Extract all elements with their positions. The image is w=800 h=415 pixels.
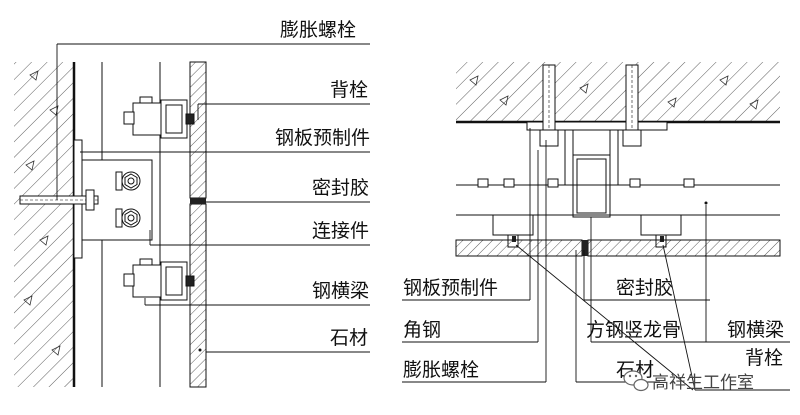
label-r-expansion-bolt: 膨胀螺栓 — [403, 359, 479, 381]
expansion-bolt-left — [19, 189, 99, 211]
left-leader-lines — [56, 43, 370, 353]
anchor-bolts — [539, 64, 642, 147]
right-leader-lines — [402, 128, 790, 391]
label-r-steel-beam: 钢横梁 — [727, 319, 784, 341]
label-r-angle-steel: 角钢 — [403, 319, 441, 341]
label-connector: 连接件 — [312, 220, 369, 242]
label-r-steel-plate-embed: 钢板预制件 — [403, 277, 498, 299]
concrete-wall — [14, 62, 74, 387]
sealant-joint-right — [582, 240, 588, 256]
label-r-sealant: 密封胶 — [616, 277, 673, 299]
connector-bolts — [115, 171, 141, 228]
right-labels: 钢板预制件 角钢 膨胀螺栓 密封胶 方钢竖龙骨 石材 钢横梁 背栓 — [403, 277, 784, 381]
label-sealant: 密封胶 — [312, 177, 369, 199]
lower-beam-clip — [123, 258, 195, 301]
right-section-drawing — [455, 62, 781, 257]
upper-beam-clip — [123, 96, 195, 139]
concrete-ceiling — [456, 62, 780, 122]
label-steel-beam: 钢横梁 — [312, 280, 369, 302]
stone-panel-upper — [189, 61, 207, 199]
wechat-icon — [623, 370, 649, 392]
embedded-plate — [526, 121, 668, 131]
sealant-joint — [190, 198, 206, 204]
label-expansion-bolt: 膨胀螺栓 — [280, 19, 356, 41]
label-r-square-steel-mullion: 方钢竖龙骨 — [586, 319, 681, 341]
left-labels: 膨胀螺栓 背栓 钢板预制件 密封胶 连接件 钢横梁 石材 — [275, 19, 370, 349]
watermark: 高祥生工作室 — [623, 370, 754, 393]
label-steel-plate-embed: 钢板预制件 — [275, 127, 370, 149]
watermark-text: 高祥生工作室 — [652, 373, 754, 393]
label-r-back-bolt: 背栓 — [745, 347, 783, 369]
label-stone: 石材 — [330, 327, 368, 349]
label-back-bolt: 背栓 — [330, 79, 368, 101]
stone-panel-right — [587, 239, 781, 257]
left-section-drawing — [14, 61, 207, 388]
stone-panel-lower — [189, 203, 207, 388]
